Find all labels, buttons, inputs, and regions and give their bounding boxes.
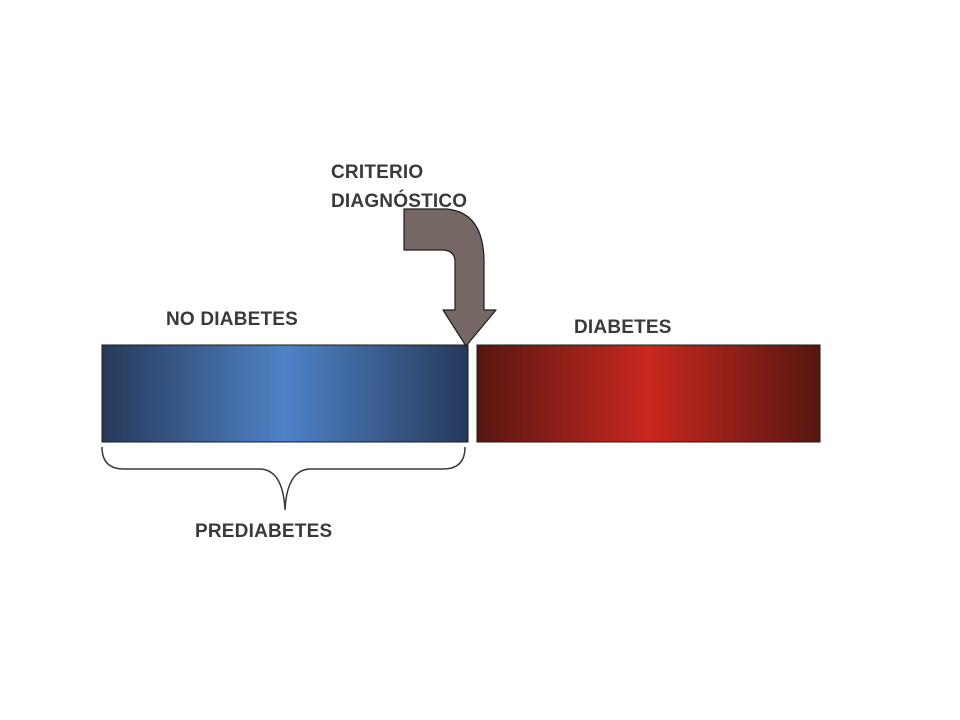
prediabetes-label: PREDIABETES: [195, 521, 333, 542]
criterio-diagnostico-label: CRITERIO DIAGNÓSTICO: [331, 158, 467, 216]
diabetes-label: DIABETES: [574, 317, 672, 338]
curved-down-arrow-icon: [403, 208, 497, 347]
no-diabetes-bar: [101, 344, 469, 443]
diabetes-bar: [476, 344, 821, 443]
criterio-label-line1: CRITERIO: [331, 162, 424, 183]
criterio-label-line2: DIAGNÓSTICO: [331, 191, 468, 212]
no-diabetes-label: NO DIABETES: [166, 309, 299, 330]
curly-brace-icon: [101, 446, 466, 511]
